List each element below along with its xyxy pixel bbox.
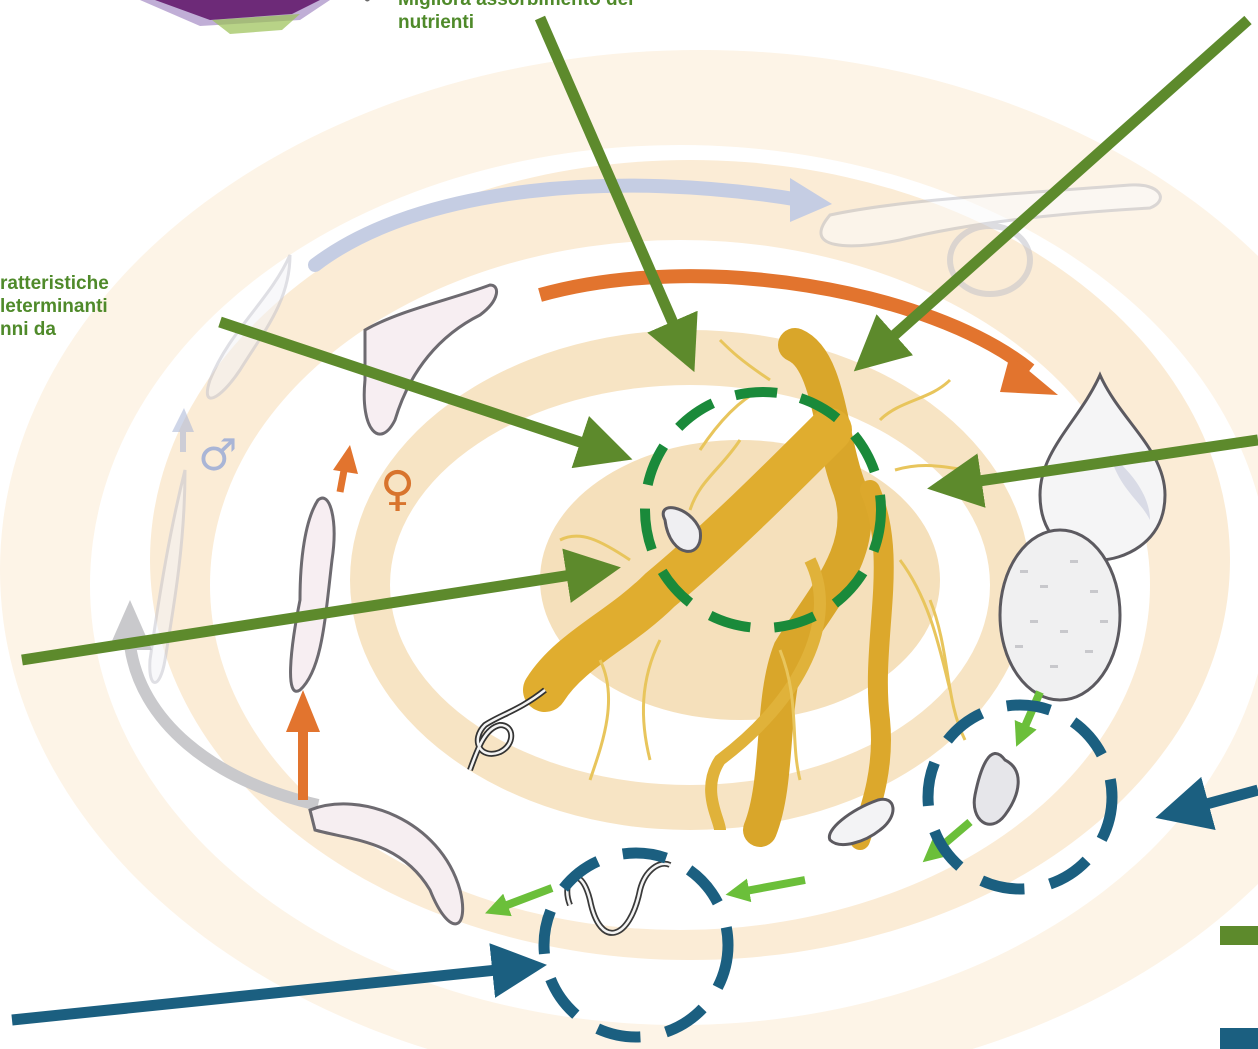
- header-shape: [140, 0, 330, 34]
- female-symbol: ♀: [380, 461, 415, 517]
- left-note: ratteristiche leterminanti nni da: [0, 272, 109, 341]
- top-note-line2: nutrienti: [364, 11, 633, 34]
- legend-swatches: [1220, 926, 1258, 1049]
- left-note-line3: nni da: [0, 318, 109, 341]
- legend-green-swatch: [1220, 926, 1258, 945]
- top-note-bullet: •: [364, 0, 398, 11]
- left-note-line1: ratteristiche: [0, 272, 109, 295]
- male-symbol: ♂: [198, 430, 237, 481]
- left-note-line2: leterminanti: [0, 295, 109, 318]
- legend-blue-swatch: [1220, 1028, 1258, 1049]
- top-note-line1: Migliora assorbimento dei: [398, 0, 633, 10]
- top-note: •Migliora assorbimento dei nutrienti: [364, 0, 633, 34]
